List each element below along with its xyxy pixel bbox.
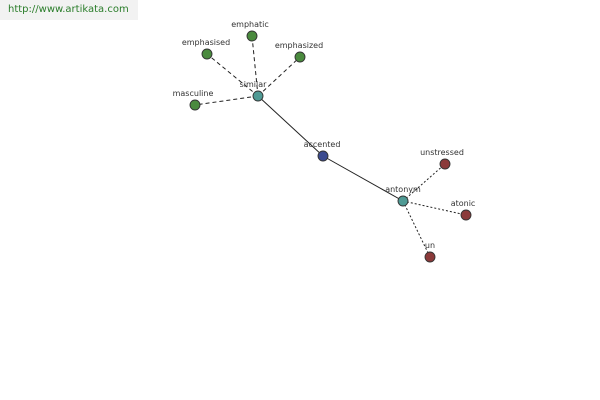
node-emphasised[interactable]: emphasised: [182, 38, 230, 60]
node-dot-emphasized[interactable]: [294, 51, 306, 63]
edge-antonym-atonic: [402, 200, 467, 216]
node-masculine[interactable]: masculine: [173, 89, 214, 111]
node-label-emphatic[interactable]: emphatic: [231, 20, 269, 29]
node-dot-emphatic[interactable]: [246, 30, 258, 42]
node-label-emphasized[interactable]: emphasized: [275, 41, 323, 50]
node-label-unstressed[interactable]: unstressed: [420, 148, 464, 157]
node-similar[interactable]: similar: [240, 80, 268, 102]
node-atonic[interactable]: atonic: [451, 199, 476, 221]
edge-similar-emphasised: [206, 53, 259, 97]
edge-layer: [194, 35, 467, 258]
node-dot-accented[interactable]: [317, 150, 329, 162]
node-dot-un[interactable]: [424, 251, 436, 263]
node-label-atonic[interactable]: atonic: [451, 199, 476, 208]
node-label-accented[interactable]: accented: [304, 140, 341, 149]
node-label-emphasised[interactable]: emphasised: [182, 38, 230, 47]
edge-similar-masculine: [194, 95, 259, 106]
node-emphasized[interactable]: emphasized: [275, 41, 323, 63]
edge-similar-emphatic: [251, 35, 259, 97]
edge-accented-antonym: [322, 155, 404, 202]
node-dot-similar[interactable]: [252, 90, 264, 102]
node-label-antonym[interactable]: antonym: [385, 185, 421, 194]
node-dot-atonic[interactable]: [460, 209, 472, 221]
node-dot-unstressed[interactable]: [439, 158, 451, 170]
node-layer: accented similar antonym emphaticemphasised…: [173, 20, 476, 263]
node-dot-masculine[interactable]: [189, 99, 201, 111]
node-emphatic[interactable]: emphatic: [231, 20, 269, 42]
node-antonym[interactable]: antonym: [385, 185, 421, 207]
source-url-text[interactable]: http://www.artikata.com: [8, 4, 129, 15]
node-label-similar[interactable]: similar: [240, 80, 268, 89]
node-label-un[interactable]: un: [425, 241, 435, 250]
edge-antonym-unstressed: [402, 163, 446, 202]
node-unstressed[interactable]: unstressed: [420, 148, 464, 170]
edge-accented-similar: [257, 95, 324, 157]
node-label-masculine[interactable]: masculine: [173, 89, 214, 98]
node-un[interactable]: un: [424, 241, 436, 263]
node-dot-emphasised[interactable]: [201, 48, 213, 60]
node-dot-antonym[interactable]: [397, 195, 409, 207]
edge-similar-emphasized: [257, 56, 301, 97]
node-accented[interactable]: accented: [304, 140, 341, 162]
source-url-banner[interactable]: http://www.artikata.com: [0, 0, 138, 20]
